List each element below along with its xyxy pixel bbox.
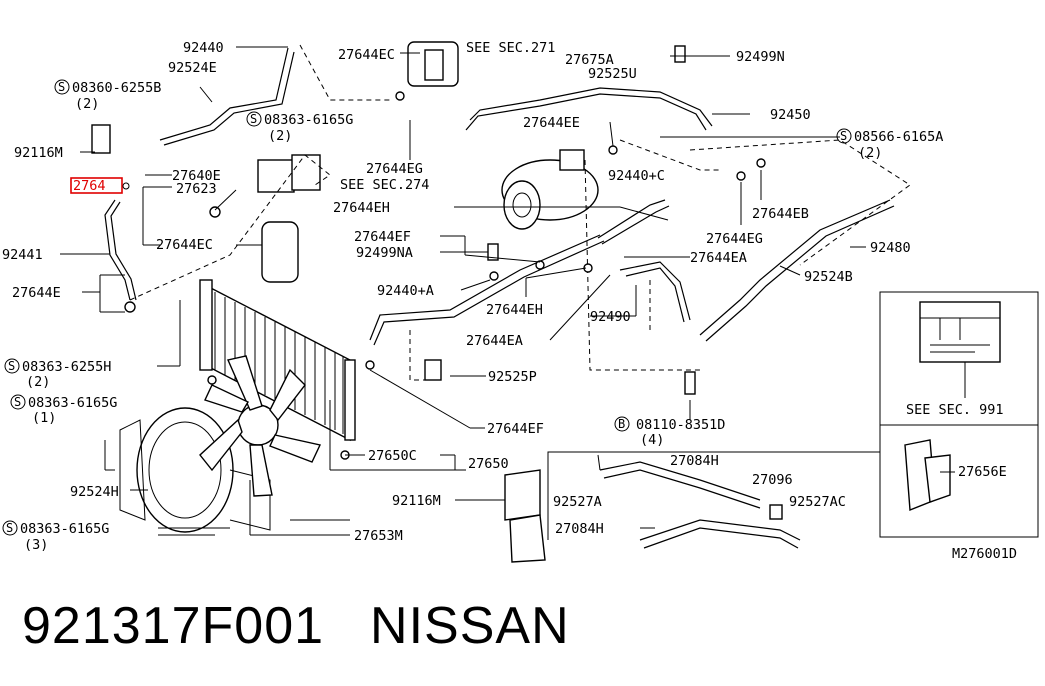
s-bolt-marker bbox=[246, 111, 262, 127]
label-qty-3: (3) bbox=[24, 537, 48, 553]
label-27644EC-left: 27644EC bbox=[156, 237, 213, 253]
label-27644EA-right: 27644EA bbox=[690, 250, 747, 266]
label-qty-2a: (2) bbox=[75, 96, 99, 112]
s-marker-text: S bbox=[250, 112, 257, 126]
label-27084H-top: 27084H bbox=[670, 453, 719, 469]
s-bolt-marker bbox=[54, 79, 70, 95]
label-qty-1: (1) bbox=[32, 410, 56, 426]
pressure-switch bbox=[407, 41, 459, 87]
label-27096: 27096 bbox=[752, 472, 793, 488]
label-27644EA-left: 27644EA bbox=[466, 333, 523, 349]
label-see-sec-271: SEE SEC.271 bbox=[466, 40, 555, 56]
label-27644EB: 27644EB bbox=[752, 206, 809, 222]
label-08566-6165A: 08566-6165A bbox=[854, 129, 943, 145]
s-bolt-marker bbox=[2, 520, 18, 536]
label-08363-6165G-top: 08363-6165G bbox=[264, 112, 353, 128]
s-bolt-marker bbox=[836, 128, 852, 144]
label-27644EH-mid: 27644EH bbox=[486, 302, 543, 318]
caption-brand: NISSAN bbox=[370, 597, 570, 655]
label-27644EG-mid: 27644EG bbox=[366, 161, 423, 177]
s-marker-text: S bbox=[6, 521, 13, 535]
label-92524E: 92524E bbox=[168, 60, 217, 76]
label-08360-6255B: 08360-6255B bbox=[72, 80, 161, 96]
label-92440-A: 92440+A bbox=[377, 283, 434, 299]
label-27644EE: 27644EE bbox=[523, 115, 580, 131]
label-qty-4: (4) bbox=[640, 432, 664, 448]
condenser bbox=[199, 279, 356, 442]
label-92527A: 92527A bbox=[553, 494, 602, 510]
part-labels: 92440 92524E S 08360-6255B (2) 92116M 27… bbox=[2, 40, 1017, 562]
b-marker-text: B bbox=[618, 417, 625, 431]
fan-shroud bbox=[119, 407, 271, 533]
label-qty-2b: (2) bbox=[268, 128, 292, 144]
s-marker-text: S bbox=[58, 80, 65, 94]
label-27644EG-right: 27644EG bbox=[706, 231, 763, 247]
label-92525U: 92525U bbox=[588, 66, 637, 82]
label-27084H-bottom: 27084H bbox=[555, 521, 604, 537]
label-see-sec-991: SEE SEC. 991 bbox=[906, 402, 1004, 418]
leader-lines bbox=[60, 46, 955, 536]
label-92524B: 92524B bbox=[804, 269, 853, 285]
label-27644EH-top: 27644EH bbox=[333, 200, 390, 216]
fan-blade-assembly bbox=[199, 355, 322, 497]
label-see-sec-274: SEE SEC.274 bbox=[340, 177, 429, 193]
s-marker-text: S bbox=[840, 129, 847, 143]
label-92525P: 92525P bbox=[488, 369, 537, 385]
piping bbox=[104, 47, 895, 549]
label-27644EC-top: 27644EC bbox=[338, 47, 395, 63]
label-92527AC: 92527AC bbox=[789, 494, 846, 510]
s-marker-text: S bbox=[14, 395, 21, 409]
label-08363-6165G-bottom: 08363-6165G bbox=[20, 521, 109, 537]
label-27644EF-top: 27644EF bbox=[354, 229, 411, 245]
receiver-drier bbox=[257, 154, 321, 283]
label-92440-C: 92440+C bbox=[608, 168, 665, 184]
label-qty-2c: (2) bbox=[858, 145, 882, 161]
s-marker-text: S bbox=[8, 359, 15, 373]
inset-frames bbox=[504, 291, 1039, 563]
s-bolt-marker bbox=[4, 358, 20, 374]
label-27650C: 27650C bbox=[368, 448, 417, 464]
label-08363-6255H: 08363-6255H bbox=[22, 359, 111, 375]
label-92441: 92441 bbox=[2, 247, 43, 263]
caption-bar: 921317F001 NISSAN bbox=[22, 596, 570, 666]
label-92524H: 92524H bbox=[70, 484, 119, 500]
label-qty-2d: (2) bbox=[26, 374, 50, 390]
label-27644EF-bottom: 27644EF bbox=[487, 421, 544, 437]
label-27650: 27650 bbox=[468, 456, 509, 472]
label-92116M-bottom: 92116M bbox=[392, 493, 441, 509]
fasteners bbox=[91, 45, 783, 520]
highlight-connector bbox=[122, 182, 130, 190]
parts-diagram: 92440 92524E S 08360-6255B (2) 92116M 27… bbox=[2, 40, 1039, 563]
label-92499NA: 92499NA bbox=[356, 245, 413, 261]
label-92480: 92480 bbox=[870, 240, 911, 256]
compressor bbox=[501, 149, 599, 230]
b-bolt-marker bbox=[614, 416, 630, 432]
label-27640E: 27640E bbox=[172, 168, 221, 184]
label-27644E: 27644E bbox=[12, 285, 61, 301]
label-08363-6165G-mid: 08363-6165G bbox=[28, 395, 117, 411]
s-bolt-marker bbox=[10, 394, 26, 410]
dashed-leaders bbox=[129, 44, 911, 381]
label-92490: 92490 bbox=[590, 309, 631, 325]
highlight-box bbox=[70, 177, 123, 194]
label-92440: 92440 bbox=[183, 40, 224, 56]
label-27675A: 27675A bbox=[565, 52, 614, 68]
label-27653M: 27653M bbox=[354, 528, 403, 544]
highlighted-part-label: 2764 bbox=[73, 178, 106, 194]
label-27623: 27623 bbox=[176, 181, 217, 197]
label-27656E: 27656E bbox=[958, 464, 1007, 480]
label-92116M: 92116M bbox=[14, 145, 63, 161]
caption-part-number: 921317F001 bbox=[22, 597, 325, 655]
diagram-code: M276001D bbox=[952, 546, 1017, 562]
label-92450: 92450 bbox=[770, 107, 811, 123]
label-08110-8351D: 08110-8351D bbox=[636, 417, 725, 433]
label-92499N: 92499N bbox=[736, 49, 785, 65]
